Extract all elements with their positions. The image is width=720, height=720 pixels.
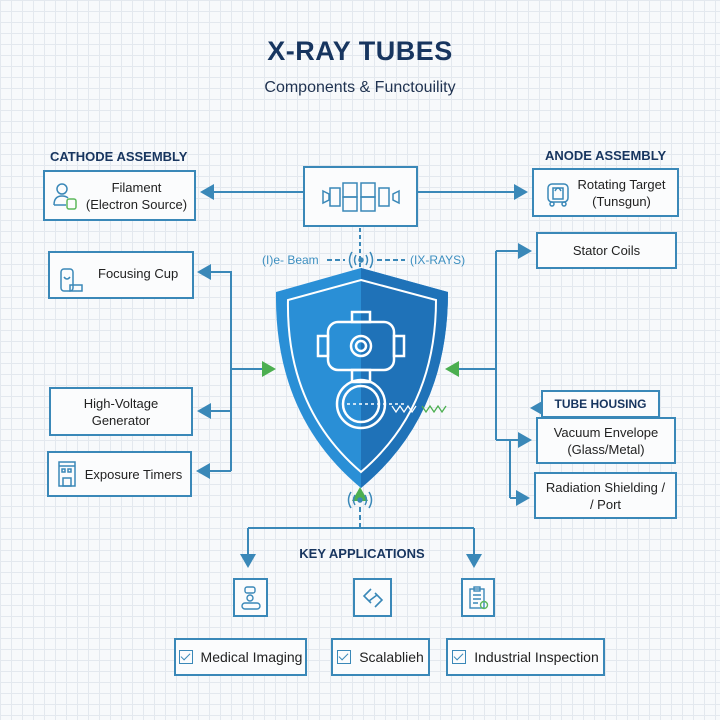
- diagram-icon: [240, 585, 261, 610]
- page-title: X-RAY TUBES: [267, 36, 453, 66]
- broadcast-icon: [347, 491, 373, 509]
- scalability-icon-box: [353, 578, 392, 617]
- anode-assembly-heading: ANODE ASSEMBLY: [545, 148, 667, 163]
- focusing-cup-label: Focusing Cup: [98, 266, 179, 281]
- container-icon: [60, 268, 83, 292]
- industrial-inspection-icon-box: [461, 578, 495, 617]
- medical-imaging-checkbox[interactable]: Medical Imaging: [174, 638, 307, 676]
- tube-housing-heading: TUBE HOUSING: [541, 390, 660, 418]
- clipboard-icon: [469, 585, 489, 609]
- exposure-timers-label: Exposure Timers: [84, 466, 183, 482]
- medical-imaging-label: Medical Imaging: [200, 649, 303, 665]
- stator-coils-label: Stator Coils: [572, 243, 641, 258]
- page-subtitle: Components & Functouility: [264, 79, 456, 96]
- xray-tube-shield-icon: [275, 268, 448, 488]
- rotating-target-sublabel: (Tunsgun): [592, 193, 651, 209]
- vacuum-envelope-label: Vacuum Envelope: [553, 424, 659, 440]
- xray-tube-diagram-box[interactable]: [303, 166, 418, 227]
- building-icon: [57, 461, 76, 487]
- radiation-shielding-sublabel: / Port: [589, 496, 622, 512]
- vacuum-envelope-sublabel: (Glass/Metal): [567, 441, 645, 457]
- stator-coils-box[interactable]: Stator Coils: [536, 232, 677, 269]
- filament-label: Filament: [111, 179, 162, 195]
- radiation-shielding-box[interactable]: Radiation Shielding // Port: [534, 472, 677, 519]
- focusing-cup-box[interactable]: Focusing Cup: [48, 251, 194, 299]
- high-voltage-label: High-Voltage: [83, 395, 159, 411]
- exposure-timers-box[interactable]: Exposure Timers: [47, 451, 192, 497]
- industrial-inspection-label: Industrial Inspection: [474, 649, 599, 665]
- filament-box[interactable]: Filament(Electron Source): [43, 170, 196, 221]
- lock-device-icon: [546, 182, 569, 207]
- electron-beam-label: (I)e- Beam: [262, 253, 319, 267]
- checkbox-checked-icon: [452, 650, 467, 664]
- key-applications-heading: KEY APPLICATIONS: [299, 546, 425, 561]
- xrays-label: (IX-RAYS): [410, 253, 466, 267]
- rotating-target-label: Rotating Target: [577, 176, 666, 192]
- link-icon: [362, 587, 383, 608]
- rotating-target-box[interactable]: Rotating Target(Tunsgun): [532, 168, 679, 217]
- tube-housing-label: TUBE HOUSING: [554, 396, 647, 411]
- scalability-label: Scalablieh: [359, 649, 424, 665]
- filament-sublabel: (Electron Source): [85, 196, 188, 212]
- signal-wave-icon: [348, 251, 374, 269]
- industrial-inspection-checkbox[interactable]: Industrial Inspection: [446, 638, 605, 676]
- vacuum-envelope-box[interactable]: Vacuum Envelope(Glass/Metal): [536, 417, 676, 464]
- tube-schematic-icon: [321, 181, 400, 212]
- user-lock-icon: [53, 182, 77, 210]
- checkbox-checked-icon: [178, 650, 193, 664]
- high-voltage-sublabel: Generator: [91, 412, 151, 428]
- checkbox-checked-icon: [337, 650, 352, 664]
- scalability-checkbox[interactable]: Scalablieh: [331, 638, 430, 676]
- cathode-assembly-heading: CATHODE ASSEMBLY: [50, 149, 188, 164]
- radiation-shielding-label: Radiation Shielding /: [545, 479, 666, 495]
- medical-imaging-icon-box: [233, 578, 268, 617]
